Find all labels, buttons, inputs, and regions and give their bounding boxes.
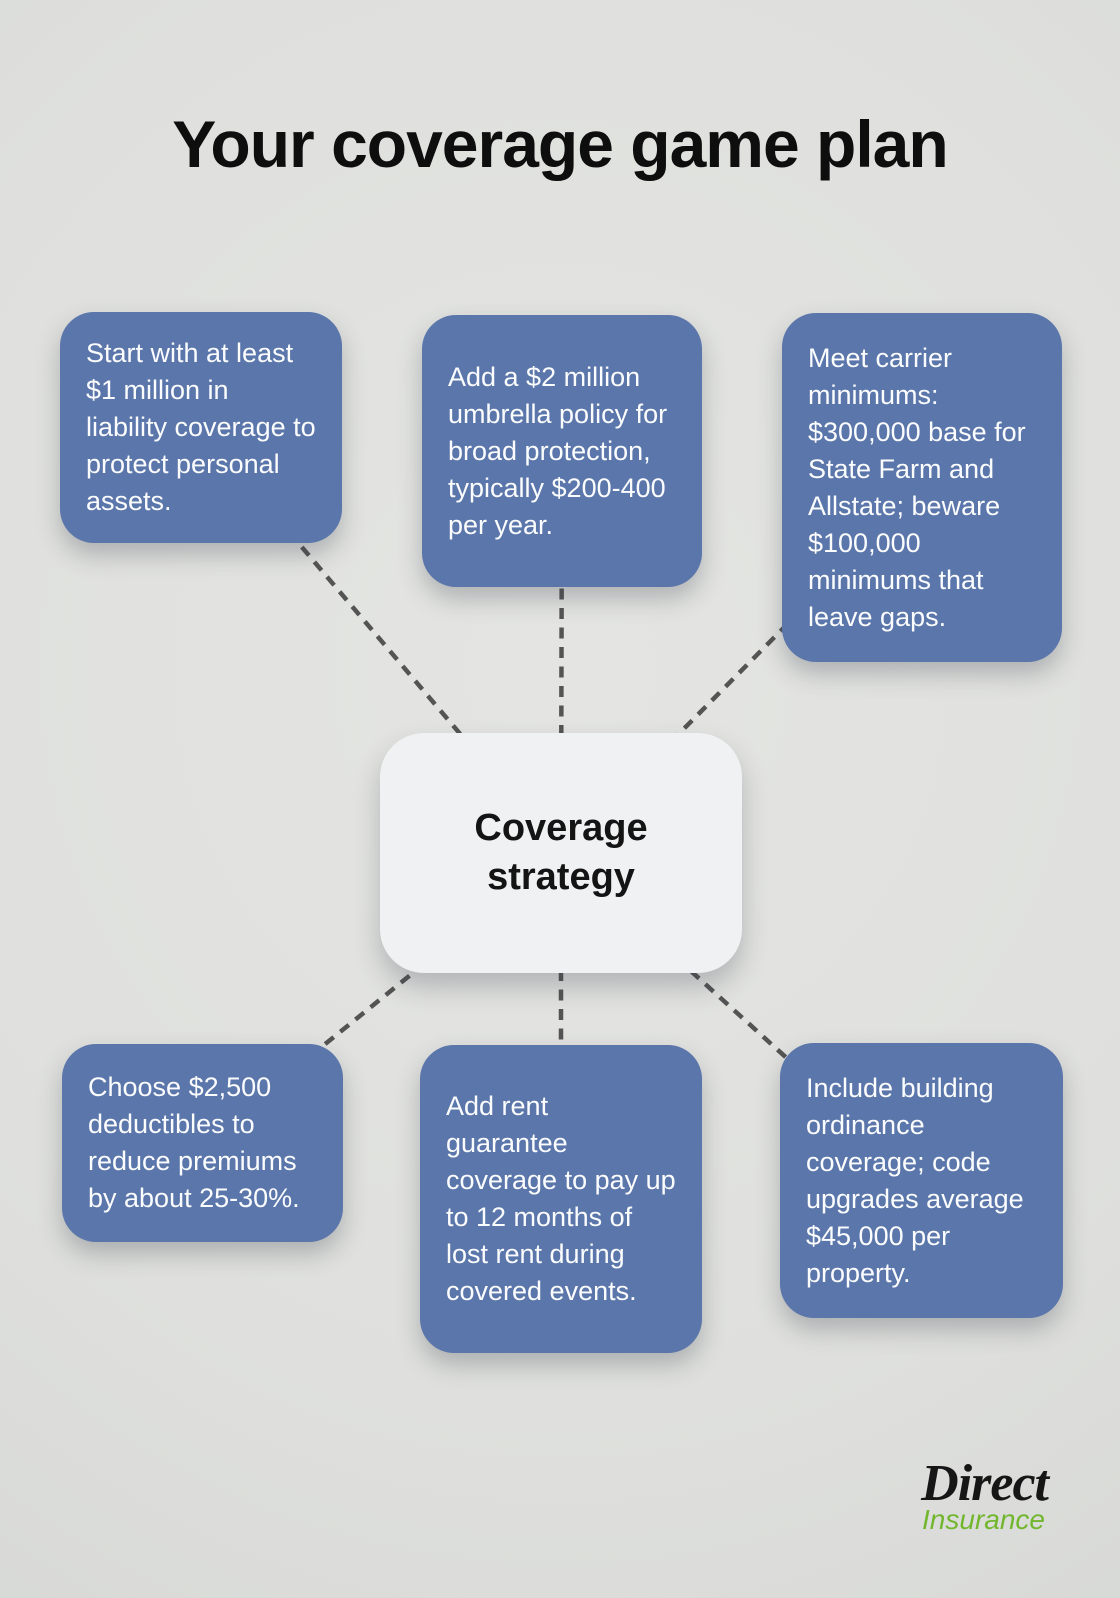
direct-insurance-logo: Direct Insurance [921,1455,1049,1535]
logo-primary-text: Direct [921,1455,1049,1512]
connector-line-top-left [199,426,563,855]
node-top-right: Meet carrier minimums: $300,000 base for… [782,313,1062,662]
node-top-left-text: Start with at least $1 million in liabil… [86,338,316,516]
node-bottom-middle-text: Add rent guarantee coverage to pay up to… [446,1091,676,1306]
node-top-left: Start with at least $1 million in liabil… [60,312,342,543]
node-bottom-left: Choose $2,500 deductibles to reduce prem… [62,1044,343,1242]
node-top-right-text: Meet carrier minimums: $300,000 base for… [808,342,1026,632]
page-title: Your coverage game plan [172,107,948,181]
logo-secondary-text: Insurance [922,1504,1045,1535]
node-bottom-right: Include building ordinance coverage; cod… [780,1043,1063,1318]
center-node-label: Coverage strategy [474,807,648,898]
node-top-middle: Add a $2 million umbrella policy for bro… [422,315,702,587]
node-bottom-middle: Add rent guarantee coverage to pay up to… [420,1045,702,1353]
node-top-middle-text: Add a $2 million umbrella policy for bro… [448,361,668,540]
node-bottom-right-text: Include building ordinance coverage; cod… [806,1072,1024,1288]
node-bottom-left-text: Choose $2,500 deductibles to reduce prem… [88,1072,300,1213]
center-node: Coverage strategy [380,733,742,973]
